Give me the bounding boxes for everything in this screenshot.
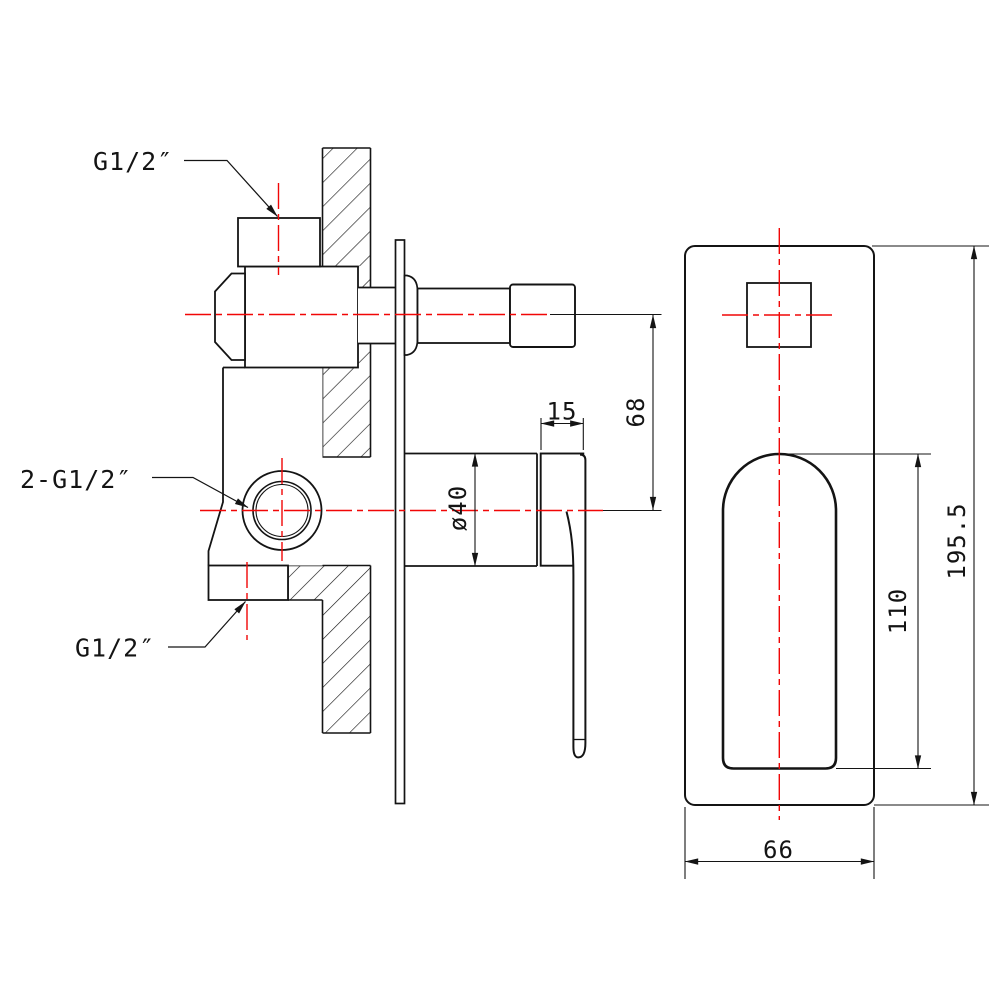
cover-plate-edge <box>394 239 406 805</box>
top-port-leader <box>184 159 278 217</box>
body-lower-column-edge <box>207 366 245 566</box>
dim-66-text: 66 <box>763 836 794 864</box>
annotation-text: G1/2″ 2-G1/2″ G1/2″ 15 68 ø40 110 195.5 … <box>20 147 971 864</box>
side-port-leader <box>152 476 249 509</box>
spout-stem-wall <box>358 287 396 344</box>
centerlines <box>185 183 833 820</box>
bottom-port-label: G1/2″ <box>75 634 155 663</box>
dim-1955-ext <box>872 245 989 806</box>
dim-66-ext <box>684 807 875 879</box>
spout-end-cap <box>509 283 576 348</box>
dim-15-text: 15 <box>547 398 578 426</box>
cartridge-cylinder-edges <box>404 452 538 567</box>
housing-cap-nut <box>214 272 246 361</box>
handle-lever <box>565 453 587 759</box>
dim-1955-text: 195.5 <box>943 502 971 579</box>
bottom-port-leader <box>168 601 246 648</box>
leader-lines <box>152 159 278 648</box>
spout-escutcheon <box>403 274 419 356</box>
side-port-label: 2-G1/2″ <box>20 465 132 494</box>
spout-stem <box>416 287 511 344</box>
wall-hatch <box>287 147 372 734</box>
side-view <box>207 147 587 805</box>
dimension-lines <box>471 245 989 879</box>
dim-110-text: 110 <box>884 588 912 634</box>
dim-40-text: ø40 <box>444 485 472 531</box>
valve-housing <box>244 265 359 369</box>
bottom-port-foot <box>207 564 289 601</box>
spout-stem-wall-edges <box>358 286 396 345</box>
cartridge-cylinder <box>404 453 537 566</box>
top-port-label: G1/2″ <box>93 147 173 176</box>
dim-68-text: 68 <box>622 397 650 428</box>
